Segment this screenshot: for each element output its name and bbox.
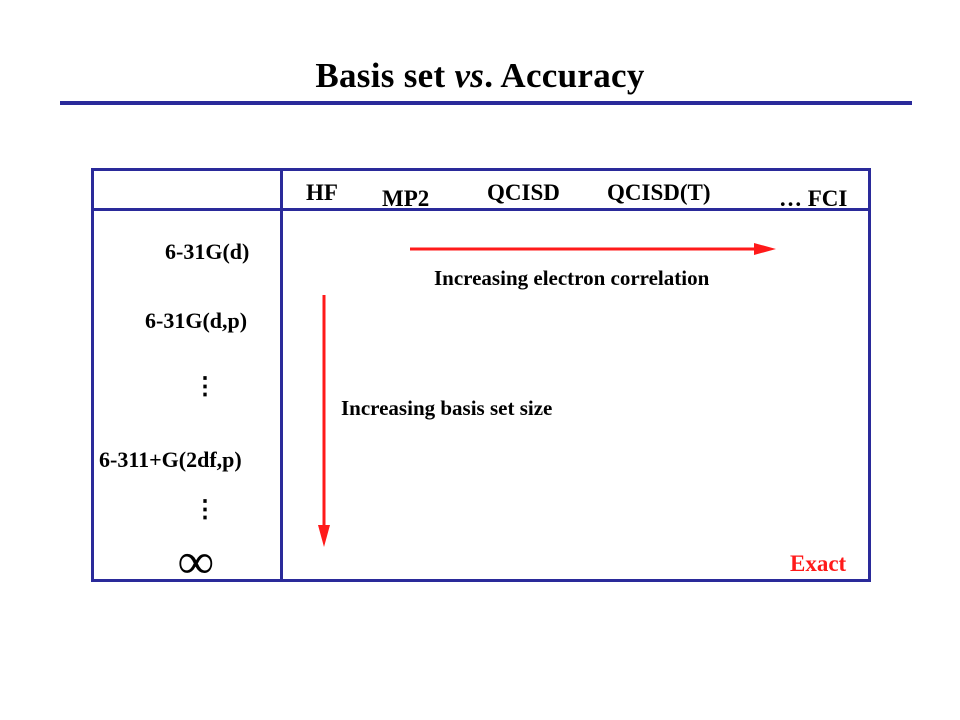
method-qcisd: QCISD: [487, 180, 560, 205]
exact-label: Exact: [790, 551, 847, 576]
infinity-symbol: ∞: [178, 533, 214, 589]
basis-6311g2dfp: 6-311+G(2df,p): [99, 447, 242, 472]
correlation-arrow: [410, 243, 776, 255]
method-mp2: MP2: [382, 186, 430, 211]
table-column-divider: [280, 168, 283, 582]
basis-size-arrow: [318, 295, 330, 547]
slide-title: Basis set vs. Accuracy: [0, 56, 960, 96]
correlation-label: Increasing electron correlation: [434, 266, 710, 290]
title-italic: vs: [454, 56, 485, 95]
title-underline: [60, 101, 912, 105]
basis-631gd: 6-31G(d): [165, 239, 250, 264]
table-header-divider: [91, 208, 871, 211]
title-part2: . Accuracy: [484, 56, 645, 95]
method-hf: HF: [306, 180, 338, 205]
method-fci: … FCI: [779, 186, 848, 211]
basis-631gdp: 6-31G(d,p): [145, 308, 248, 333]
basis-size-label: Increasing basis set size: [341, 396, 553, 420]
table-frame: [91, 168, 871, 582]
method-qcisd-t: QCISD(T): [607, 180, 711, 205]
title-part1: Basis set: [315, 56, 455, 95]
